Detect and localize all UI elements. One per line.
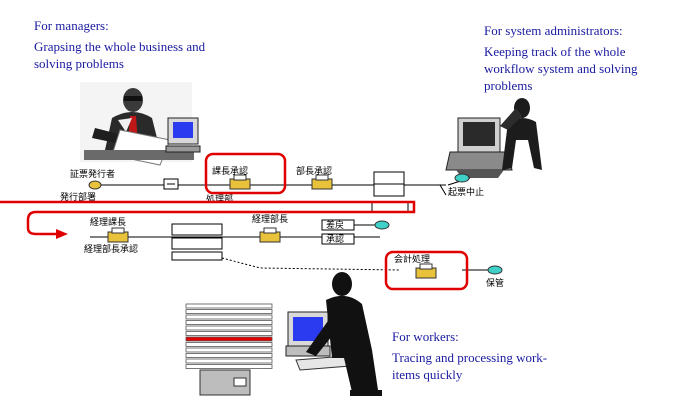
printer-icon bbox=[107, 227, 129, 243]
caption-managers: For managers: Grapsing the whole busines… bbox=[34, 17, 244, 72]
paper-sheet bbox=[185, 331, 273, 336]
paper-stack-icon bbox=[185, 303, 273, 396]
workflow-second-row: 経理課長 経理部長承認 経理部長 差戻 承認 会計処理 保管 bbox=[84, 213, 504, 289]
node-label-accounting-head: 経理部長 bbox=[252, 213, 288, 225]
paper-sheet bbox=[185, 303, 273, 309]
caption-managers-body: Grapsing the whole business and solving … bbox=[34, 39, 206, 71]
paper-sheet bbox=[185, 320, 273, 325]
printer-icon bbox=[311, 174, 333, 190]
node-label-issuer: 証票発行者 bbox=[70, 168, 115, 180]
worker-figure-icon bbox=[285, 272, 382, 396]
node-label-approve: 承認 bbox=[326, 233, 344, 245]
admin-figure-icon bbox=[445, 98, 542, 178]
node-label-accounting-approval: 経理部長承認 bbox=[84, 243, 138, 255]
end-node-icon bbox=[374, 220, 390, 230]
highlight-box-bottom bbox=[384, 250, 469, 291]
manager-figure-icon bbox=[80, 82, 201, 166]
paper-sheet bbox=[185, 314, 273, 320]
end-node-icon bbox=[454, 173, 470, 183]
caption-workers-body: Tracing and processing work-items quickl… bbox=[392, 350, 548, 382]
node-label-archive: 保管 bbox=[486, 277, 504, 289]
caption-managers-heading: For managers: bbox=[34, 18, 109, 33]
node-label-accounting-chief: 経理課長 bbox=[90, 216, 126, 228]
printer-icon bbox=[415, 263, 437, 279]
workflow-top-row: 証票発行者 発行部署 課長承認 処理部 部長承認 起票中止 bbox=[60, 165, 484, 213]
caption-admins-body: Keeping track of the whole workflow syst… bbox=[484, 44, 638, 93]
paper-sheet bbox=[185, 353, 273, 358]
start-node-icon bbox=[88, 180, 102, 190]
paper-sheet bbox=[185, 347, 273, 353]
printer-icon bbox=[229, 174, 251, 190]
node-label-return: 差戻 bbox=[326, 219, 344, 231]
caption-admins: For system administrators: Keeping track… bbox=[484, 22, 674, 94]
node-label-cancel-top: 起票中止 bbox=[448, 186, 484, 198]
paper-sheet bbox=[185, 325, 273, 331]
flow-connector-red bbox=[0, 200, 416, 236]
caption-workers-heading: For workers: bbox=[392, 329, 459, 344]
node-label-dept-head: 部長承認 bbox=[296, 165, 332, 177]
highlight-box-top bbox=[204, 152, 287, 195]
node-label-section-chief: 課長承認 bbox=[212, 165, 248, 177]
paper-sheet bbox=[185, 364, 273, 369]
caption-admins-heading: For system administrators: bbox=[484, 23, 623, 38]
node-label-accounting-process: 会計処理 bbox=[394, 253, 430, 265]
paper-sheet bbox=[185, 358, 273, 364]
caption-workers: For workers: Tracing and processing work… bbox=[392, 328, 572, 383]
node-label-issuing-dept: 発行部署 bbox=[60, 191, 96, 203]
paper-sheet bbox=[185, 342, 273, 347]
printer-icon bbox=[259, 227, 281, 243]
paper-sheet bbox=[185, 309, 273, 314]
paper-sheet bbox=[185, 336, 273, 342]
end-node-icon bbox=[487, 265, 503, 275]
